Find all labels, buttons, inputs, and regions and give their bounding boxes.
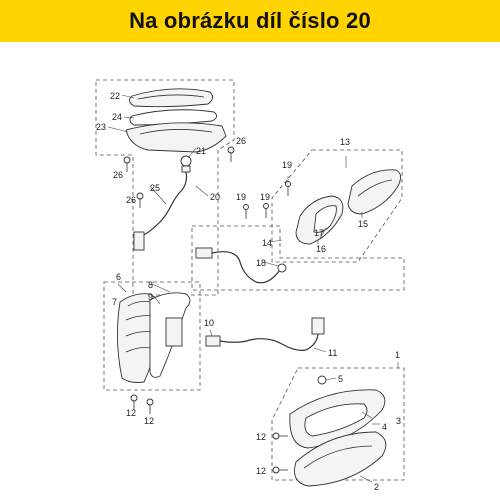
- callout-10: 10: [204, 318, 214, 328]
- group-18-outline: [191, 225, 405, 291]
- gasket-24: [129, 109, 217, 126]
- callout-12-c: 12: [256, 432, 266, 442]
- housing-9: [165, 317, 183, 347]
- callout-13: 13: [340, 137, 350, 147]
- callout-25: 25: [150, 183, 160, 193]
- lens-2: [294, 431, 387, 487]
- callout-23: 23: [96, 122, 106, 132]
- callout-11: 11: [328, 348, 337, 358]
- callout-19-c: 19: [260, 192, 270, 202]
- callout-12-b: 12: [144, 416, 154, 426]
- reflector-17: [313, 205, 337, 233]
- callout-17: 17: [314, 228, 324, 238]
- callout-19-b: 19: [236, 192, 246, 202]
- screw-19-b: [243, 204, 249, 219]
- callout-26-right: 26: [236, 136, 246, 146]
- callout-12-d: 12: [256, 466, 266, 476]
- screw-12-b: [146, 398, 154, 414]
- callout-8: 8: [148, 280, 153, 290]
- title-banner: Na obrázku díl číslo 20: [0, 0, 500, 42]
- callout-21: 21: [196, 146, 206, 156]
- callout-1: 1: [395, 350, 400, 360]
- callout-19-a: 19: [282, 160, 292, 170]
- bulb-5: [317, 375, 327, 385]
- callout-2: 2: [374, 482, 379, 492]
- screw-26-right: [227, 146, 235, 162]
- screw-19-a: [285, 181, 291, 196]
- screw-26-left: [123, 156, 131, 172]
- callout-9: 9: [148, 292, 153, 302]
- screw-26-bottom: [136, 192, 144, 208]
- callout-18: 18: [256, 258, 266, 268]
- housing-23: [125, 122, 227, 153]
- parts-diagram: 22 24 23 26 21 26 25 20 26 13 19 19 19 1…: [95, 79, 405, 492]
- callout-12-a: 12: [126, 408, 136, 418]
- bulb-21: [180, 155, 192, 167]
- callout-14: 14: [262, 238, 272, 248]
- callout-20: 20: [210, 192, 220, 202]
- leader-lines: [107, 94, 399, 483]
- callout-4: 4: [382, 422, 387, 432]
- callout-24: 24: [112, 112, 122, 122]
- callout-5: 5: [338, 374, 343, 384]
- screw-12-d: [272, 466, 288, 474]
- connector-18: [195, 247, 213, 259]
- callout-16: 16: [316, 244, 326, 254]
- harness-25: [141, 171, 188, 237]
- screw-19-c: [263, 203, 269, 218]
- connector-25: [133, 231, 145, 251]
- callout-3: 3: [396, 416, 401, 426]
- callout-26-bottom: 26: [126, 195, 136, 205]
- harness-18: [211, 251, 281, 284]
- group-13-outline: [271, 149, 403, 263]
- callouts: 22 24 23 26 21 26 25 20 26 13 19 19 19 1…: [96, 91, 401, 492]
- group-6-outline: [103, 281, 201, 391]
- socket-14: [277, 263, 287, 273]
- screw-12-a: [130, 394, 138, 410]
- callout-22: 22: [110, 91, 120, 101]
- lens-15: [347, 169, 401, 215]
- callout-6: 6: [116, 272, 121, 282]
- callout-7: 7: [112, 297, 117, 307]
- connector-11: [311, 317, 325, 335]
- callout-26-left: 26: [113, 170, 123, 180]
- reflector-4: [304, 403, 368, 437]
- banner-title: Na obrázku díl číslo 20: [129, 8, 371, 33]
- harness-11: [219, 331, 319, 351]
- screw-12-c: [272, 432, 288, 440]
- callout-15: 15: [358, 219, 368, 229]
- group-20-outline: [95, 79, 235, 296]
- connector-10: [205, 335, 221, 347]
- lens-22: [129, 88, 213, 108]
